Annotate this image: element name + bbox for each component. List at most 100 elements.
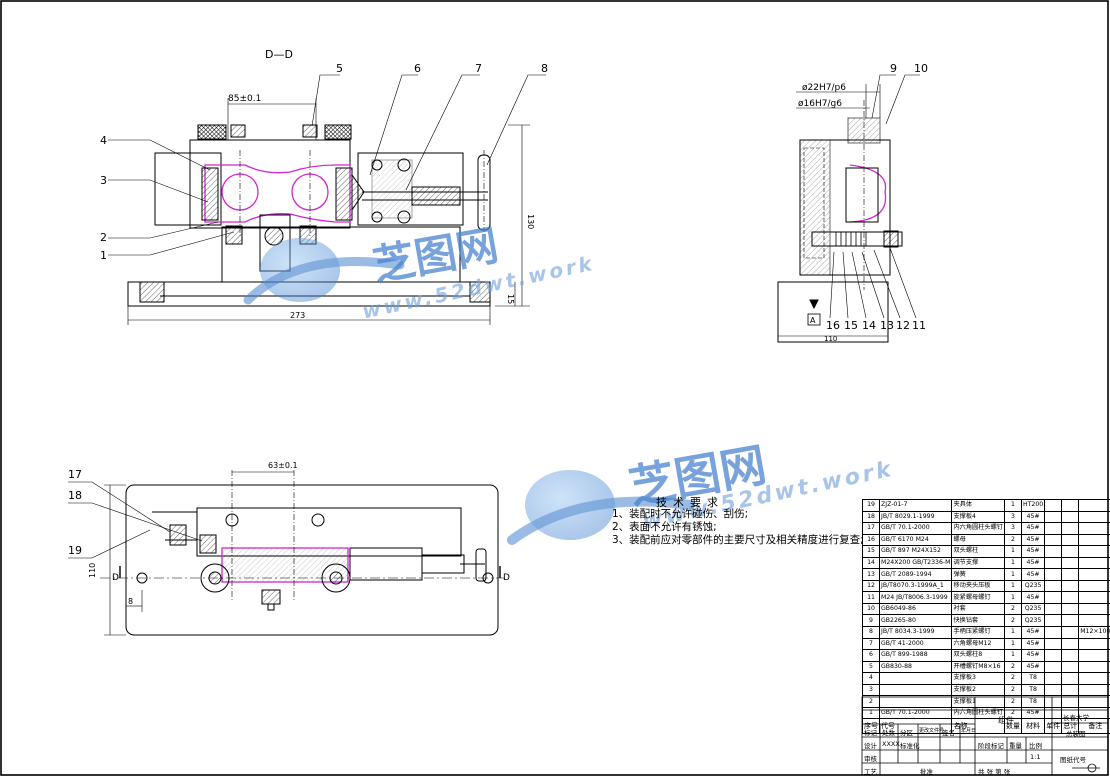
balloon-1: 1 [100, 249, 107, 262]
balloon-15: 15 [844, 319, 858, 332]
bom-cell-code: GB/T 70.1-2000 [878, 706, 953, 720]
bom-cell-note [1078, 579, 1110, 593]
tb-weight-label: 重量 [1009, 742, 1022, 750]
leader-lines [108, 74, 546, 256]
bom-cell-empty [1061, 637, 1080, 651]
bom-cell-no: 1 [862, 706, 880, 720]
bom-cell-mat: 45# [1020, 568, 1046, 581]
balloon-2: 2 [100, 231, 107, 244]
bom-cell-qty: 2 [1003, 683, 1022, 697]
bom-cell-mat: 45# [1020, 556, 1046, 570]
side-base [777, 281, 889, 343]
balloons-side: 9 10 16 15 14 13 12 11 [826, 62, 928, 332]
balloon-8: 8 [541, 62, 548, 75]
balloon-4: 4 [100, 134, 107, 147]
tb-drawing-code: 图纸代号 [1060, 756, 1086, 764]
front-view [127, 124, 491, 307]
bom-cell-name: 支撑板1 [951, 695, 1005, 708]
bom-h-mat: 材料 [1020, 718, 1046, 735]
tech-line-1: 1、装配时不允许碰伤、刮伤; [612, 508, 749, 520]
bom-cell-qty: 1 [1003, 591, 1022, 604]
bom-cell-name: 双头螺柱 [951, 545, 1005, 558]
bom-cell-empty [1044, 695, 1063, 708]
bom-cell-note [1078, 649, 1110, 662]
front-view-dimensions [127, 98, 530, 325]
bom-cell-note [1078, 510, 1110, 524]
bom-cell-qty: 2 [1003, 672, 1022, 685]
bom-cell-code: GB/T 6170 M24 [878, 533, 953, 547]
bom-cell-qty: 2 [1003, 533, 1022, 547]
bom-cell-empty [1044, 672, 1063, 685]
bom-cell-name: 支撑板2 [951, 683, 1005, 697]
bom-cell-name: 双头螺柱8 [951, 649, 1005, 662]
section-label: D—D [265, 48, 293, 61]
dim-273: 273 [290, 311, 305, 320]
bom-cell-name: 支撑板3 [951, 672, 1005, 685]
bom-cell-mat: 45# [1020, 522, 1046, 535]
tb-part: 组件 [998, 716, 1014, 725]
bom-cell-note [1078, 522, 1110, 535]
bom-cell-no: 8 [862, 626, 880, 639]
bom-cell-empty [1061, 672, 1080, 685]
tb-mark-label: 标记 [864, 729, 877, 737]
tb-sheets: 共 张 第 张 [978, 768, 1011, 776]
bom-cell-name: 调节支撑 [951, 556, 1005, 570]
balloon-12: 12 [896, 319, 910, 332]
bom-cell-empty [1061, 660, 1080, 674]
bom-cell-code [878, 672, 953, 685]
bom-cell-no: 17 [862, 522, 880, 535]
left-block [154, 152, 222, 226]
balloons-front: 1 2 3 4 5 6 7 8 [100, 62, 548, 262]
bom-cell-empty [1061, 683, 1080, 697]
bom-cell-empty [1044, 706, 1063, 720]
balloon-3: 3 [100, 174, 107, 187]
bom-cell-code: GB2265-80 [878, 614, 953, 627]
bom-cell-name: 内六角圆柱头螺钉 [951, 522, 1005, 535]
bom-cell-empty [1044, 637, 1063, 651]
tb-approve-label: 批准 [920, 768, 933, 776]
bom-cell-qty: 1 [1003, 499, 1022, 512]
bom-cell-code: JB/T 8034.3-1999 [878, 626, 953, 639]
balloons-plan: 17 18 19 [68, 468, 82, 557]
bom-cell-empty [1044, 683, 1063, 697]
bom-cell-note [1078, 637, 1110, 651]
balloon-16: 16 [826, 319, 840, 332]
bom-cell-mat: Q235 [1020, 614, 1046, 627]
bom-cell-code: GB/T 41-2000 [878, 637, 953, 651]
balloon-19: 19 [68, 544, 82, 557]
bom-cell-no: 6 [862, 649, 880, 662]
bom-cell-name: 手柄压紧螺钉 [951, 626, 1005, 639]
bom-cell-qty: 3 [1003, 510, 1022, 524]
balloon-11: 11 [912, 319, 926, 332]
bom-cell-empty [1061, 545, 1080, 558]
bom-cell-empty [1044, 568, 1063, 581]
bom-cell-code: GB/T 70.1-2000 [878, 522, 953, 535]
bom-cell-code: GB/T 897 M24X152 [878, 545, 953, 558]
cut-mark-right: D [503, 573, 510, 583]
bom-cell-note [1078, 533, 1110, 547]
bom-h-note: 备注 [1078, 718, 1110, 735]
bom-cell-note [1078, 568, 1110, 581]
bom-cell-note [1078, 614, 1110, 627]
bom-cell-code: M24 JB/T8006.3-1999 [878, 591, 953, 604]
tb-zone-label: 分区 [900, 729, 913, 737]
tb-design-label: 设计 [864, 742, 877, 750]
bom-cell-empty [1061, 626, 1080, 639]
tb-std-label: 标准化 [900, 742, 920, 750]
bom-cell-note [1078, 683, 1110, 697]
fit-16: ø16H7/g6 [798, 99, 842, 109]
bom-cell-mat: Q235 [1020, 579, 1046, 593]
bom-cell-code [878, 695, 953, 708]
bom-cell-name: 衬套 [951, 602, 1005, 616]
bom-cell-mat: 45# [1020, 626, 1046, 639]
